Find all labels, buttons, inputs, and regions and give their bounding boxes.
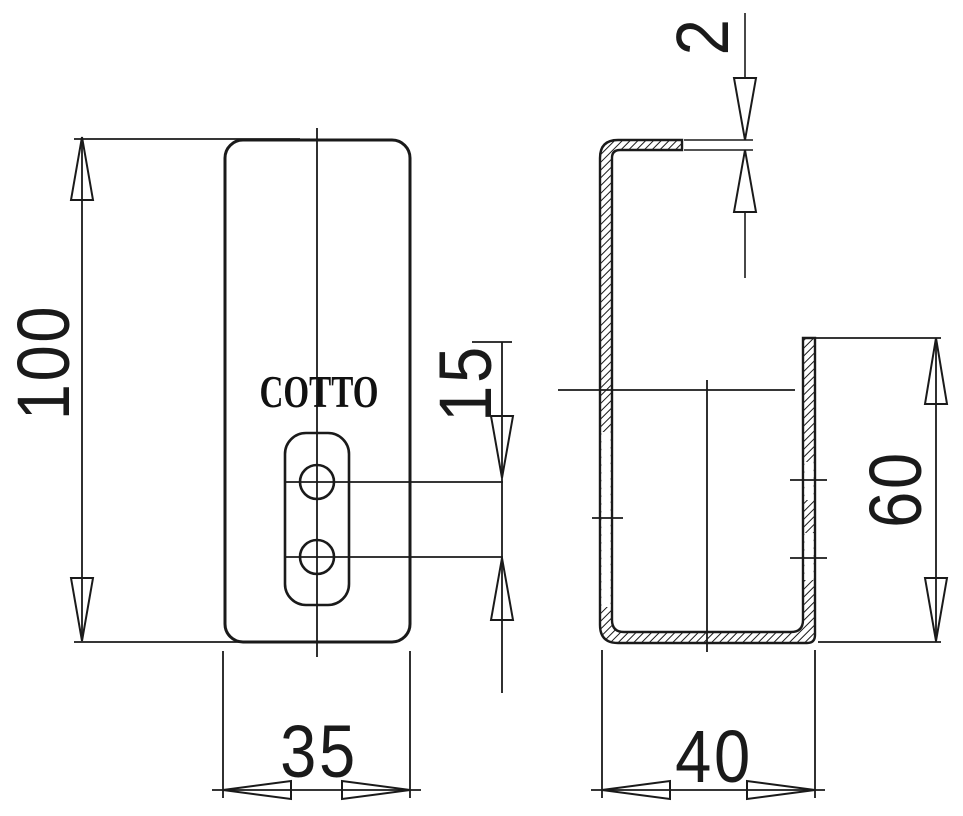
dim-35-linework: [212, 651, 421, 801]
arrowhead-left: [601, 779, 671, 801]
dim-label-hole-spacing: 15: [424, 344, 507, 422]
arrowhead-down: [489, 415, 515, 479]
arrowhead-down: [732, 77, 758, 141]
brand-logo-text: COTTO: [259, 366, 379, 417]
screw-slot-outline: [283, 431, 351, 607]
back-wall-slot-break: [601, 432, 611, 607]
dim-label-material-thickness: 2: [661, 16, 744, 56]
arrowhead-up: [69, 136, 95, 201]
arrowhead-right: [746, 779, 816, 801]
dim-40-linework: [591, 650, 825, 801]
dim-100-linework: [69, 136, 300, 643]
side-view: [558, 138, 827, 652]
arrowhead-up: [923, 337, 949, 405]
dim-2-linework: [684, 13, 758, 278]
front-wall-hole-break-bottom: [804, 533, 814, 580]
arrowhead-right: [341, 779, 411, 801]
arrowhead-down: [923, 577, 949, 642]
arrowhead-down: [69, 577, 95, 642]
front-view: [223, 128, 503, 657]
dim-60-linework: [816, 337, 949, 643]
hook-profile-section: [598, 138, 817, 645]
dim-label-hook-height: 60: [854, 450, 937, 528]
arrowhead-up: [489, 557, 515, 621]
arrowhead-left: [222, 779, 292, 801]
dim-label-front-width: 35: [280, 710, 358, 793]
dim-label-hook-depth: 40: [675, 715, 753, 798]
arrowhead-up: [732, 149, 758, 213]
dim-label-front-height: 100: [2, 303, 85, 421]
dim-15-linework: [472, 341, 515, 693]
front-wall-hole-break-top: [804, 462, 814, 500]
